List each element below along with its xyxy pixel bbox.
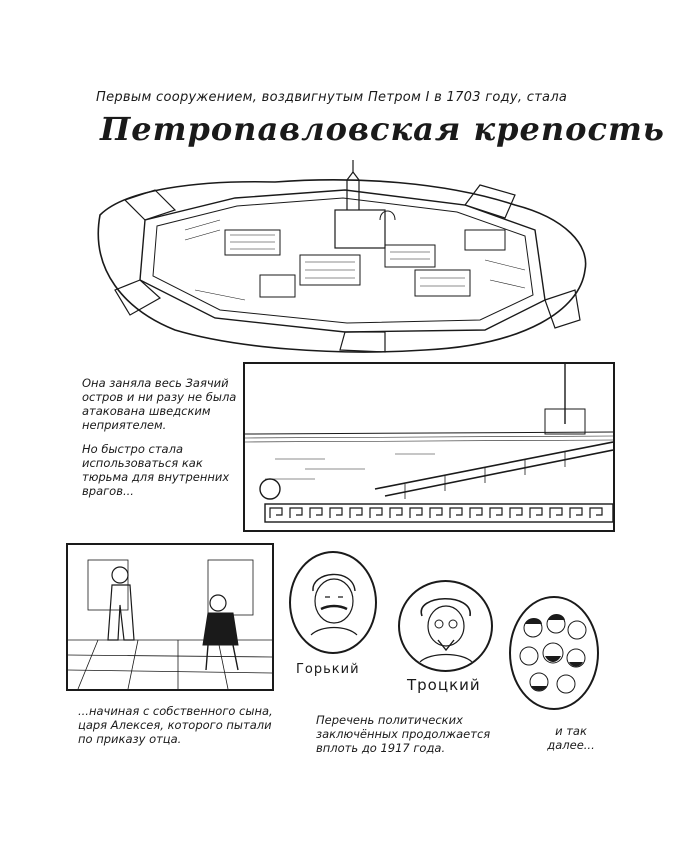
- caption-prison: Но быстро стала использоваться как тюрьм…: [82, 442, 230, 498]
- intro-text: Первым сооружением, воздвигнутым Петром …: [96, 90, 568, 105]
- gorky-label: Горький: [296, 662, 360, 677]
- trotsky-label: Троцкий: [407, 676, 481, 694]
- bridge-panel: [243, 362, 615, 532]
- caption-political-prisoners: Перечень политических заключённых продол…: [316, 713, 491, 755]
- caption-alexei: ...начиная с собственного сына, царя Але…: [78, 704, 273, 746]
- fortress-illustration: [85, 160, 593, 360]
- caption-etc: и так далее...: [547, 724, 595, 752]
- gorky-portrait: [289, 551, 377, 654]
- page-title: Петропавловская крепость: [100, 110, 665, 148]
- prisoners-crowd-portrait: [509, 596, 599, 710]
- trotsky-portrait: [398, 580, 493, 672]
- peter-alexei-panel: [66, 543, 274, 691]
- caption-island: Она заняла весь Заячий остров и ни разу …: [82, 376, 237, 432]
